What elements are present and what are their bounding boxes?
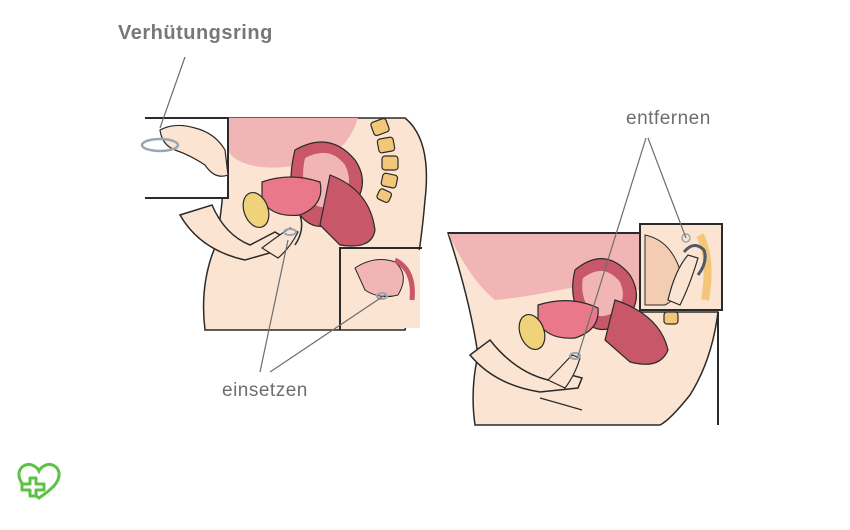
leader-lines-right <box>577 137 687 357</box>
insertion-rectum <box>319 174 376 247</box>
label-einsetzen: einsetzen <box>222 380 308 401</box>
title-verhuetungsring: Verhütungsring <box>118 22 273 44</box>
insertion-ring <box>283 228 297 236</box>
insertion-pubic-bone <box>242 191 270 229</box>
insertion-vagina <box>294 214 303 246</box>
removal-pubic-bone <box>518 313 546 351</box>
removal-bladder <box>537 300 599 339</box>
leader-lines-left <box>159 56 386 373</box>
insertion-bladder <box>261 176 322 217</box>
label-entfernen: entfernen <box>626 108 711 129</box>
ring-hand-inset <box>140 117 229 199</box>
removal-panel <box>446 137 723 426</box>
heart-cross-logo-icon <box>17 462 61 500</box>
removal-spine <box>663 311 679 325</box>
removal-rectum <box>604 299 669 365</box>
removal-detail-inset <box>639 223 723 311</box>
removal-finger <box>667 254 699 306</box>
insertion-spine <box>370 117 399 204</box>
contraceptive-ring <box>140 137 180 153</box>
insertion-panel <box>140 56 428 373</box>
insertion-detail-inset <box>339 247 422 330</box>
removal-frame <box>448 232 719 425</box>
removal-ring <box>682 244 707 276</box>
